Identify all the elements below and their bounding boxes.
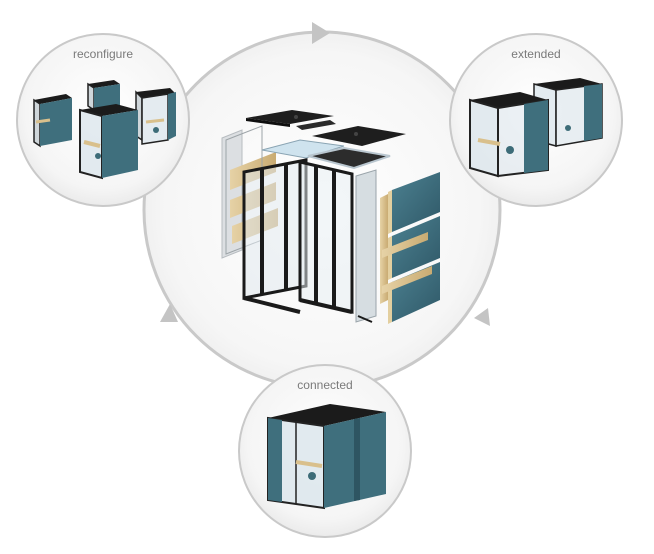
arrow-head-top	[312, 22, 330, 44]
reconfigure-label: reconfigure	[73, 47, 133, 61]
extended-booths-illustration	[469, 78, 603, 178]
cycle-arrows	[160, 22, 490, 326]
node-extended: extended	[449, 33, 623, 207]
roof-panels	[246, 110, 406, 170]
extended-label: extended	[511, 47, 560, 61]
connected-booths-illustration	[267, 404, 386, 510]
frame-structure	[242, 158, 354, 314]
reconfigure-booths-illustration	[33, 80, 176, 180]
exploded-booth-illustration	[221, 110, 440, 324]
arrow-head-left	[160, 304, 178, 322]
connected-label: connected	[297, 378, 352, 392]
node-reconfigure: reconfigure	[16, 33, 190, 207]
right-acoustic-panels	[380, 172, 440, 324]
arrow-head-right	[474, 308, 490, 326]
side-glass-panel	[355, 169, 377, 323]
node-connected: connected	[238, 364, 412, 538]
